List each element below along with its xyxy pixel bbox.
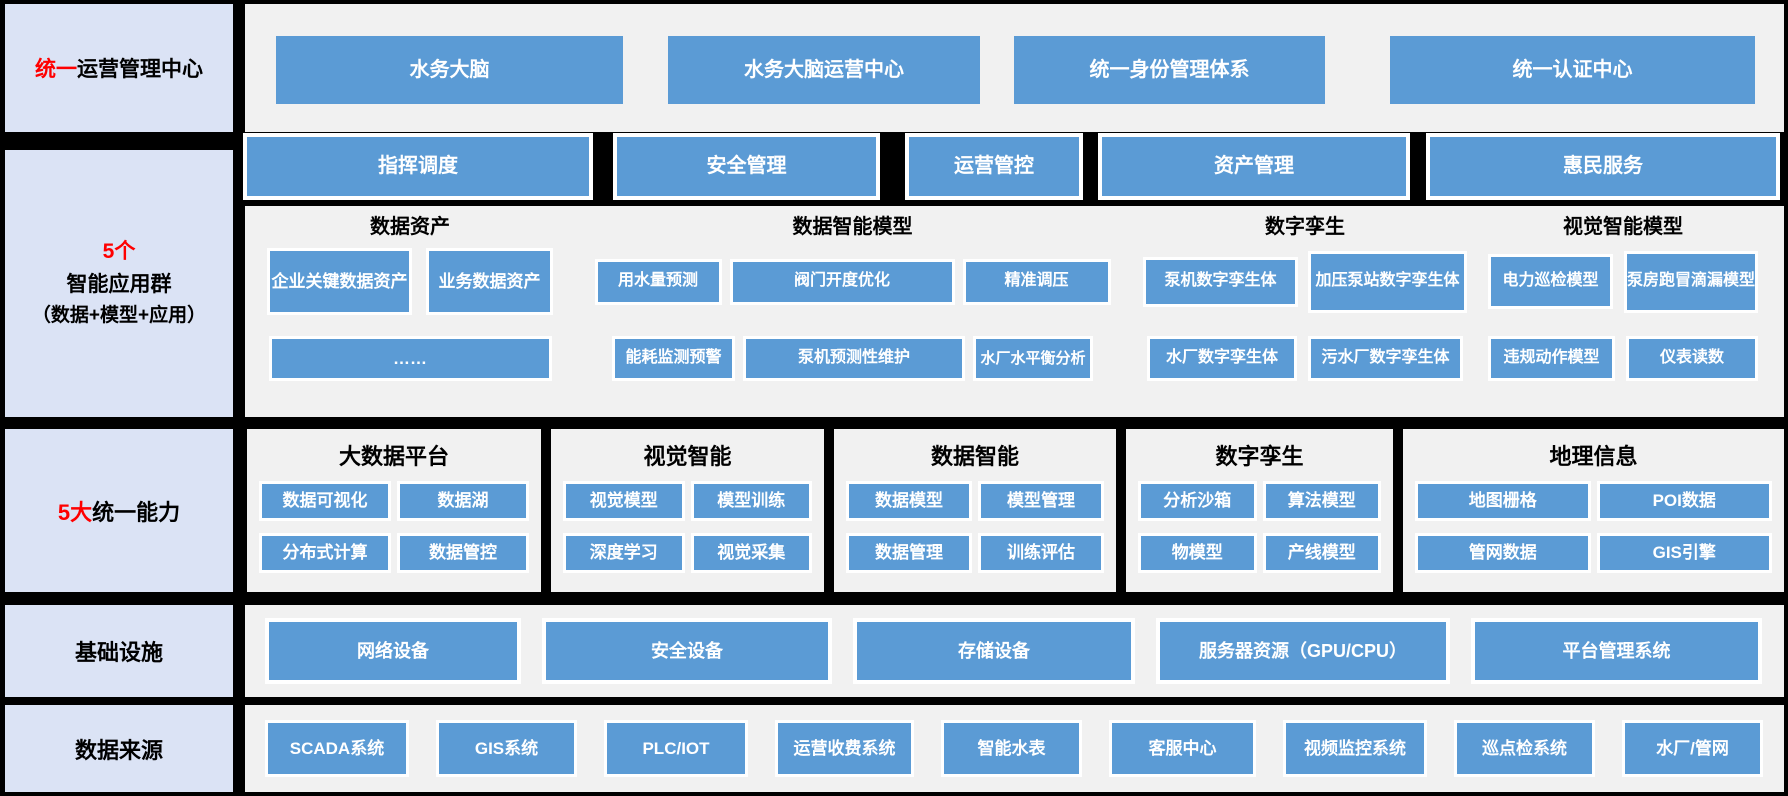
capability-title: 地理信息 — [1549, 444, 1638, 469]
capability-box: GIS引擎 — [1596, 533, 1772, 573]
capability-box: 视觉模型 — [563, 481, 685, 521]
capability-box: 模型管理 — [978, 481, 1104, 521]
capability-box: 物模型 — [1138, 533, 1257, 573]
capability-box: 分布式计算 — [259, 533, 391, 573]
source-box: 客服中心 — [1109, 720, 1256, 777]
capability-box: 数据管控 — [397, 533, 529, 573]
row-label-text: 基础设施 — [74, 640, 163, 665]
app-item-box: 仪表读数 — [1626, 336, 1758, 381]
capability-box: 深度学习 — [563, 533, 685, 573]
capability-panel-digital-twin: 数字孪生 分析沙箱 算法模型 物模型 产线模型 — [1126, 429, 1393, 592]
source-box: 巡点检系统 — [1454, 720, 1595, 777]
ops-box: 统一认证中心 — [1390, 36, 1755, 104]
capability-box: 地图栅格 — [1415, 481, 1591, 521]
row-label-data-sources: 数据来源 — [5, 705, 233, 792]
app-item-box: 水厂水平衡分析 — [973, 336, 1093, 381]
row-label-unified-ops: 统一运营管理中心 — [5, 4, 233, 132]
group-data-assets: 数据资产 企业关键数据资产 业务数据资产 …… — [267, 206, 553, 381]
capability-title: 数据智能 — [930, 444, 1019, 469]
app-item-box: 泵房跑冒滴漏模型 — [1624, 250, 1758, 313]
app-item-box: 用水量预测 — [594, 258, 722, 305]
label-line-3: （数据+模型+应用） — [31, 305, 207, 327]
row-label-capabilities: 5大统一能力 — [5, 429, 233, 592]
capability-box: 数据可视化 — [259, 481, 391, 521]
app-item-box: 业务数据资产 — [426, 248, 553, 315]
source-box: 运营收费系统 — [775, 720, 914, 777]
row-label-text: 统一运营管理中心 — [35, 58, 203, 81]
group-title: 视觉智能模型 — [1563, 216, 1683, 238]
app-item-box: 泵机数字孪生体 — [1143, 256, 1298, 307]
app-item-box: 泵机预测性维护 — [743, 336, 965, 381]
app-groups-panel: 数据资产 企业关键数据资产 业务数据资产 …… 数据智能模型 用水量预测 阀门开… — [245, 206, 1784, 417]
ops-box: 统一身份管理体系 — [1014, 36, 1325, 104]
app-header-box: 指挥调度 — [243, 133, 593, 200]
row-label-text: 数据来源 — [74, 737, 163, 763]
app-header-box: 惠民服务 — [1426, 133, 1780, 200]
capability-box: 训练评估 — [978, 533, 1104, 573]
app-item-box: 阀门开度优化 — [729, 258, 955, 305]
app-item-box: 加压泵站数字孪生体 — [1308, 250, 1467, 313]
source-box: SCADA系统 — [265, 720, 409, 777]
capability-panel-vision: 视觉智能 视觉模型 模型训练 深度学习 视觉采集 — [551, 429, 824, 592]
group-title: 数据资产 — [370, 216, 450, 238]
group-digital-twin-apps: 数字孪生 泵机数字孪生体 加压泵站数字孪生体 水厂数字孪生体 污水厂数字孪生体 — [1143, 206, 1467, 381]
capability-box: 管网数据 — [1415, 533, 1591, 573]
capability-box: 数据管理 — [846, 533, 972, 573]
ops-box: 水务大脑 — [276, 36, 623, 104]
group-data-intelligence-models: 数据智能模型 用水量预测 阀门开度优化 精准调压 能耗监测预警 泵机预测性维护 … — [594, 206, 1111, 381]
group-title: 数字孪生 — [1265, 216, 1345, 238]
capability-box: 模型训练 — [690, 481, 812, 521]
capability-box: 算法模型 — [1262, 481, 1381, 521]
infra-box: 服务器资源（GPU/CPU） — [1156, 618, 1450, 684]
source-box: PLC/IOT — [604, 720, 748, 777]
app-item-box: 水厂数字孪生体 — [1147, 336, 1297, 381]
row-label-text: 5大统一能力 — [57, 499, 181, 525]
capability-box: 数据湖 — [397, 481, 529, 521]
data-sources-panel: SCADA系统 GIS系统 PLC/IOT 运营收费系统 智能水表 客服中心 视… — [245, 705, 1784, 792]
capability-box: 分析沙箱 — [1138, 481, 1257, 521]
capability-box: 视觉采集 — [690, 533, 812, 573]
app-header-box: 资产管理 — [1098, 133, 1410, 200]
app-item-box: 精准调压 — [962, 258, 1111, 305]
infra-box: 网络设备 — [265, 618, 521, 684]
app-header-box: 安全管理 — [613, 133, 880, 200]
label-line-2: 智能应用群 — [66, 272, 172, 296]
capability-panel-data-intelligence: 数据智能 数据模型 模型管理 数据管理 训练评估 — [834, 429, 1116, 592]
source-box: 智能水表 — [941, 720, 1082, 777]
capability-title: 数字孪生 — [1215, 444, 1304, 469]
app-item-box: 污水厂数字孪生体 — [1308, 336, 1463, 381]
infrastructure-panel: 网络设备 安全设备 存储设备 服务器资源（GPU/CPU） 平台管理系统 — [245, 605, 1784, 697]
app-header-box: 运营管控 — [905, 133, 1083, 200]
label-line-1: 5个 — [102, 240, 136, 264]
group-title: 数据智能模型 — [792, 216, 913, 238]
capability-box: 数据模型 — [846, 481, 972, 521]
app-item-box: 电力巡检模型 — [1488, 254, 1613, 309]
infra-box: 安全设备 — [542, 618, 832, 684]
capability-title: 视觉智能 — [643, 444, 732, 469]
app-item-box: …… — [268, 336, 552, 381]
app-item-box: 能耗监测预警 — [612, 336, 735, 381]
capability-box: 产线模型 — [1262, 533, 1381, 573]
group-vision-models: 视觉智能模型 电力巡检模型 泵房跑冒滴漏模型 违规动作模型 仪表读数 — [1487, 206, 1759, 381]
source-box: 水厂/管网 — [1622, 720, 1763, 777]
capability-title: 大数据平台 — [338, 444, 449, 469]
row-label-app-groups: 5个 智能应用群 （数据+模型+应用） — [5, 150, 233, 417]
app-item-box: 违规动作模型 — [1488, 336, 1615, 381]
row-label-text: 5个 智能应用群 （数据+模型+应用） — [32, 236, 206, 331]
capability-panel-gis: 地理信息 地图栅格 POI数据 管网数据 GIS引擎 — [1403, 429, 1784, 592]
app-item-box: 企业关键数据资产 — [267, 248, 412, 315]
infra-box: 平台管理系统 — [1471, 618, 1762, 684]
source-box: GIS系统 — [436, 720, 577, 777]
row-label-infrastructure: 基础设施 — [5, 605, 233, 697]
unified-ops-panel: 水务大脑 水务大脑运营中心 统一身份管理体系 统一认证中心 — [245, 4, 1784, 132]
capability-panel-bigdata: 大数据平台 数据可视化 数据湖 分布式计算 数据管控 — [247, 429, 541, 592]
infra-box: 存储设备 — [853, 618, 1135, 684]
source-box: 视频监控系统 — [1283, 720, 1427, 777]
ops-box: 水务大脑运营中心 — [668, 36, 980, 104]
capability-box: POI数据 — [1596, 481, 1772, 521]
